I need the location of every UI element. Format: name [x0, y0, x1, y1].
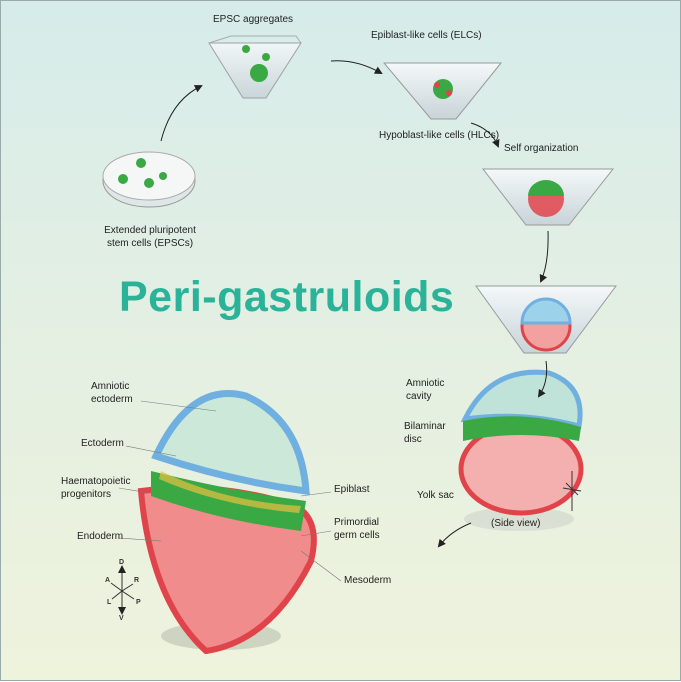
- label-amniotic-ectoderm-line1: Amniotic: [91, 381, 130, 392]
- label-haematopoietic-line1: Haematopoietic: [61, 476, 131, 487]
- label-haematopoietic: Haematopoietic progenitors: [61, 475, 130, 501]
- label-side-view: (Side view): [491, 518, 541, 529]
- label-mesoderm: Mesoderm: [344, 575, 392, 586]
- axis-r: R: [134, 577, 140, 584]
- label-amniotic-cavity: Amniotic cavity: [406, 377, 444, 403]
- axis-a: A: [105, 577, 111, 584]
- label-amniotic-cavity-line2: cavity: [406, 391, 432, 402]
- label-self-organization: Self organization: [504, 143, 579, 154]
- label-pgc-line1: Primordial: [334, 517, 380, 528]
- label-ectoderm: Ectoderm: [81, 438, 124, 449]
- process-arrows: [160, 60, 549, 548]
- label-aggregates: EPSC aggregates: [213, 14, 294, 25]
- label-haematopoietic-line2: progenitors: [61, 489, 112, 500]
- petri-dish: [102, 151, 196, 208]
- side-view-embryo: [458, 369, 584, 531]
- well-peri-gastruloid: [475, 285, 617, 354]
- label-primordial-germ-cells: Primordial germ cells: [334, 516, 380, 542]
- detail-embryo: [137, 390, 317, 655]
- label-bilaminar-disc-line1: Bilaminar: [404, 421, 446, 432]
- compass-small: [562, 471, 582, 511]
- label-amniotic-ectoderm: Amniotic ectoderm: [91, 380, 133, 406]
- label-bilaminar-disc: Bilaminar disc: [404, 420, 446, 446]
- label-yolk-sac: Yolk sac: [417, 490, 454, 501]
- well-aggregates: [208, 35, 302, 99]
- label-epiblast: Epiblast: [334, 484, 370, 495]
- label-amniotic-ectoderm-line2: ectoderm: [91, 394, 133, 405]
- well-self-organization: [481, 168, 615, 226]
- label-endoderm: Endoderm: [77, 531, 124, 542]
- axis-p: P: [136, 599, 141, 606]
- axis-d: D: [119, 559, 125, 566]
- label-amniotic-cavity-line1: Amniotic: [406, 378, 445, 389]
- leader-lines: [118, 400, 342, 582]
- label-pgc-line2: germ cells: [334, 530, 380, 541]
- well-elcs: [382, 62, 503, 120]
- label-bilaminar-disc-line2: disc: [404, 434, 422, 445]
- label-elcs: Epiblast-like cells (ELCs): [371, 30, 482, 41]
- compass-large: [110, 565, 135, 615]
- axis-l: L: [107, 599, 112, 606]
- page-title: Peri-gastruloids: [119, 273, 455, 321]
- label-hlcs: Hypoblast-like cells (HLCs): [379, 130, 500, 141]
- axis-v: V: [119, 615, 124, 622]
- label-epscs: Extended pluripotent stem cells (EPSCs): [91, 224, 209, 250]
- label-epscs-line2: stem cells (EPSCs): [106, 238, 194, 249]
- label-epscs-line1: Extended pluripotent: [104, 225, 196, 236]
